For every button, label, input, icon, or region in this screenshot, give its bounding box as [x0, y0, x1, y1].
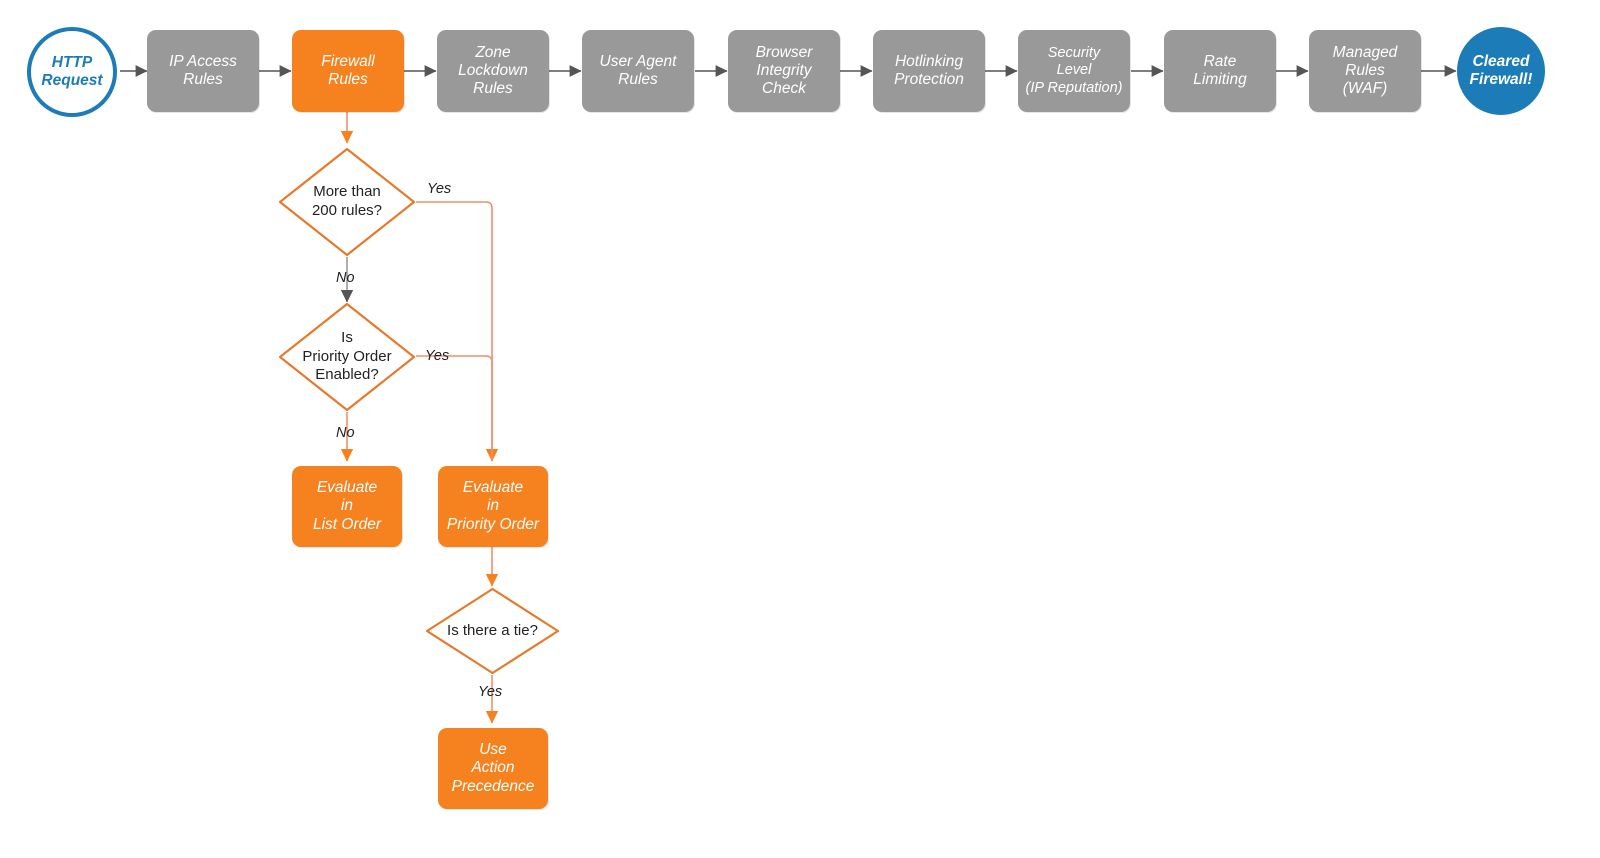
edge-label-yes-priority-order: Yes — [425, 348, 450, 364]
decision-label: More than 200 rules? — [311, 183, 383, 219]
edge-label-no-priority-order: No — [336, 425, 355, 441]
node-label: User Agent Rules — [599, 52, 677, 88]
node-label: Rate Limiting — [1193, 52, 1247, 88]
decision-label: Is there a tie? — [447, 621, 538, 639]
node-evaluate-in-list-order[interactable]: Evaluate in List Order — [292, 466, 402, 547]
node-firewall-rules[interactable]: Firewall Rules — [292, 30, 404, 112]
node-label: Cleared Firewall! — [1469, 52, 1533, 88]
node-evaluate-in-priority-order[interactable]: Evaluate in Priority Order — [438, 466, 548, 547]
edge-d2-yes — [416, 355, 493, 461]
decision-is-there-a-tie[interactable]: Is there a tie? — [424, 586, 561, 676]
decision-label: Is Priority Order Enabled? — [302, 328, 392, 384]
node-label: Evaluate in List Order — [312, 479, 382, 533]
node-http-request[interactable]: HTTP Request — [27, 27, 117, 117]
edge-label-no-200-rules: No — [336, 270, 355, 286]
edge-label-yes-tie: Yes — [478, 684, 503, 700]
node-user-agent-rules[interactable]: User Agent Rules — [582, 30, 694, 112]
node-label: Security Level (IP Reputation) — [1025, 45, 1123, 96]
node-rate-limiting[interactable]: Rate Limiting — [1164, 30, 1276, 112]
diamond-shape — [425, 587, 560, 675]
node-label: Managed Rules (WAF) — [1332, 43, 1398, 98]
node-label: Browser Integrity Check — [755, 43, 813, 98]
node-label: Evaluate in Priority Order — [446, 479, 540, 533]
node-label: Zone Lockdown Rules — [458, 43, 528, 98]
diamond-shape — [278, 302, 416, 412]
node-hotlinking-protection[interactable]: Hotlinking Protection — [873, 30, 985, 112]
diamond-shape — [278, 147, 416, 257]
edge-d1-yes — [416, 201, 499, 462]
node-zone-lockdown-rules[interactable]: Zone Lockdown Rules — [437, 30, 549, 112]
node-use-action-precedence[interactable]: Use Action Precedence — [438, 728, 548, 809]
node-label: HTTP Request — [41, 53, 103, 89]
node-label: IP Access Rules — [169, 52, 237, 88]
decision-more-than-200-rules[interactable]: More than 200 rules? — [277, 146, 417, 258]
decision-is-priority-order-enabled[interactable]: Is Priority Order Enabled? — [277, 301, 417, 413]
node-label: Firewall Rules — [321, 52, 375, 88]
node-ip-access-rules[interactable]: IP Access Rules — [147, 30, 259, 112]
node-label: Use Action Precedence — [451, 741, 535, 795]
node-managed-rules-waf[interactable]: Managed Rules (WAF) — [1309, 30, 1421, 112]
node-cleared-firewall[interactable]: Cleared Firewall! — [1457, 27, 1545, 115]
node-security-level[interactable]: Security Level (IP Reputation) — [1018, 30, 1130, 112]
node-browser-integrity-check[interactable]: Browser Integrity Check — [728, 30, 840, 112]
node-label: Hotlinking Protection — [894, 52, 964, 88]
edge-label-yes-200-rules: Yes — [427, 181, 452, 197]
